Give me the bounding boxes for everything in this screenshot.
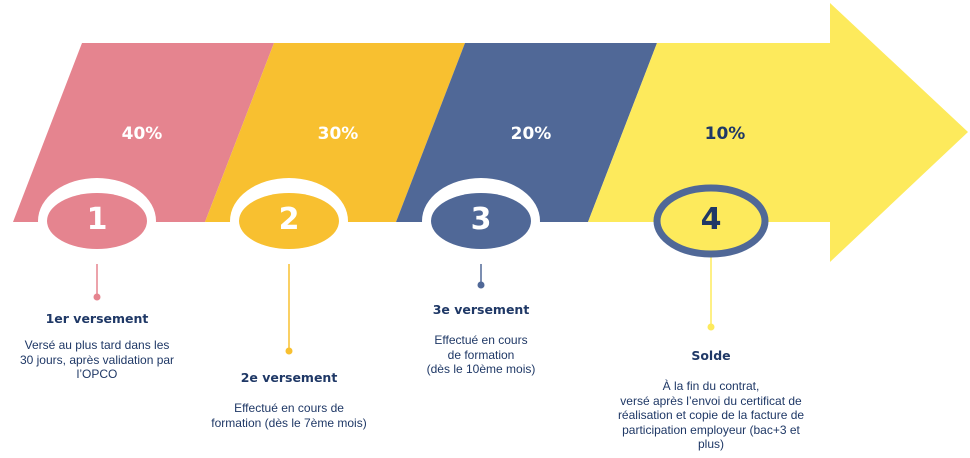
step-3-description: Effectué en cours de formation (dès le 1… (426, 333, 536, 376)
step-4-number: 4 (700, 202, 722, 237)
step-2-percent: 30% (317, 124, 359, 144)
step-4-badge (653, 184, 769, 258)
step-1-number: 1 (86, 202, 108, 237)
step-4-percent: 10% (704, 124, 746, 144)
step-2-description: Effectué en cours de formation (dès le 7… (211, 401, 367, 430)
step-4-title: Solde (691, 348, 731, 363)
connector-dot-3 (477, 281, 485, 289)
step-1-description: Versé au plus tard dans les 30 jours, ap… (19, 338, 175, 381)
connector-dot-2 (285, 347, 293, 355)
connector-dot-4 (707, 323, 715, 331)
step-1-title: 1er versement (45, 311, 149, 326)
connector-dot-1 (93, 293, 101, 301)
step-2-number: 2 (278, 202, 300, 237)
step-2-badge (239, 193, 339, 249)
step-3-percent: 20% (510, 124, 552, 144)
segment-2 (205, 43, 465, 222)
segment-4-arrowhead (588, 3, 968, 262)
step-3-badge (431, 193, 531, 249)
segment-3 (396, 43, 657, 222)
step-3-number: 3 (470, 202, 492, 237)
step-1-badge (47, 193, 147, 249)
step-1-percent: 40% (121, 124, 163, 144)
segment-1 (13, 43, 274, 222)
step-3-title: 3e versement (432, 302, 530, 317)
step-4-description: À la fin du contrat, versé après l’envoi… (617, 379, 805, 451)
step-2-title: 2e versement (240, 370, 338, 385)
